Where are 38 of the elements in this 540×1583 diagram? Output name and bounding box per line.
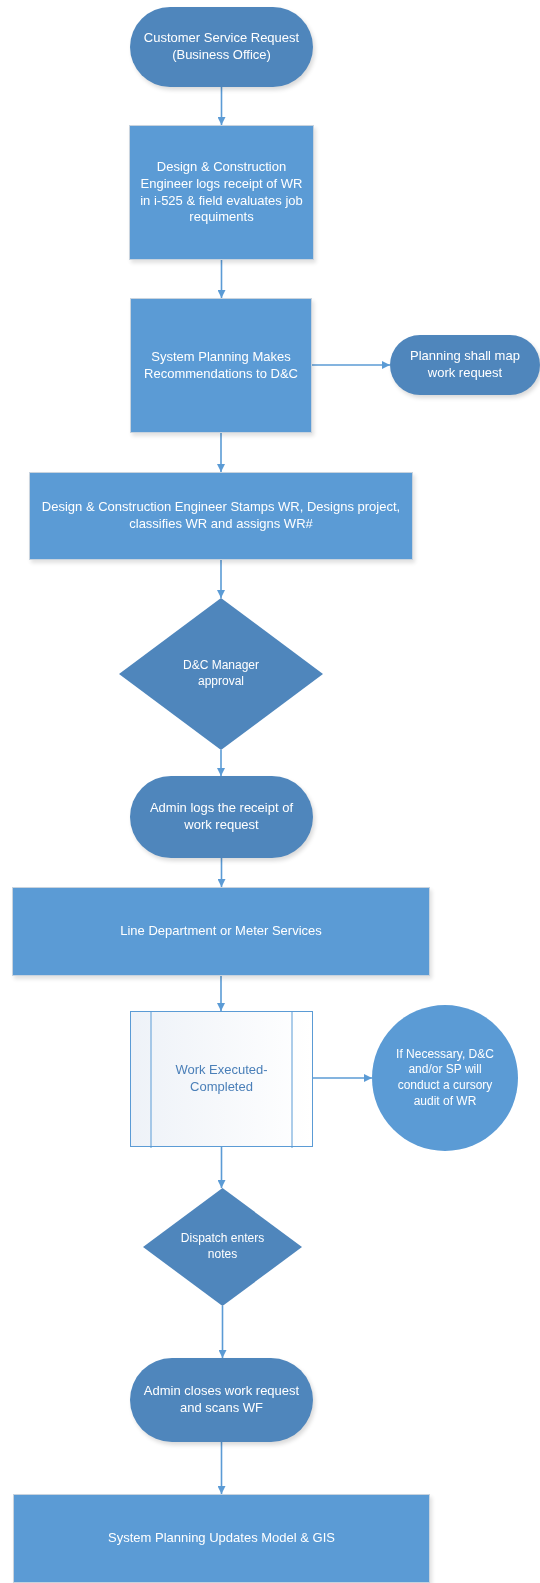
arrow — [217, 86, 226, 126]
arrow — [217, 259, 226, 299]
process-box — [13, 1494, 430, 1583]
process-box — [12, 887, 430, 976]
node-text: Design & Construction Engineer Stamps WR, Designs project, classifies WR and assigns WR# — [40, 499, 402, 533]
node-text: Admin closes work request and scans WF — [142, 1383, 301, 1417]
note-circle — [372, 1005, 518, 1151]
arrow — [217, 1441, 226, 1495]
node-text: Admin logs the receipt of work request — [148, 800, 295, 834]
arrow — [312, 1074, 373, 1082]
arrow — [217, 749, 225, 777]
arrow — [217, 857, 226, 888]
node-text: Work Executed- Completed — [174, 1062, 269, 1096]
node-text: System Planning Updates Model & GIS — [108, 1530, 335, 1547]
node-text: System Planning Makes Recommendations to D&C — [143, 348, 299, 383]
process-box — [130, 298, 312, 433]
arrow — [311, 361, 391, 369]
node-text: If Necessary, D&C and/or SP will conduct a cursory audit of WR — [395, 1046, 495, 1110]
terminal-pill — [130, 1358, 313, 1442]
process-box — [129, 125, 314, 260]
arrow — [218, 1305, 227, 1359]
terminal-pill — [390, 335, 540, 395]
terminal-pill — [130, 776, 313, 858]
node-text: Dispatch enters notes — [179, 1231, 266, 1263]
terminal-pill — [130, 7, 313, 87]
arrow — [217, 975, 225, 1012]
predefined-process-box — [130, 1011, 313, 1147]
arrow — [217, 1146, 226, 1189]
node-text: Planning shall map work request — [409, 348, 521, 382]
node-text: Line Department or Meter Services — [120, 923, 322, 940]
node-text: Design & Construction Engineer logs receipt of WR in i-525 & field evaluates job requiments — [139, 158, 304, 227]
arrow — [217, 559, 225, 599]
node-text: D&C Manager approval — [182, 658, 260, 690]
decision-diamond — [143, 1188, 302, 1306]
arrow — [217, 432, 225, 473]
process-box — [29, 472, 413, 560]
decision-diamond — [119, 598, 323, 750]
node-text: Customer Service Request (Business Office) — [142, 30, 301, 64]
